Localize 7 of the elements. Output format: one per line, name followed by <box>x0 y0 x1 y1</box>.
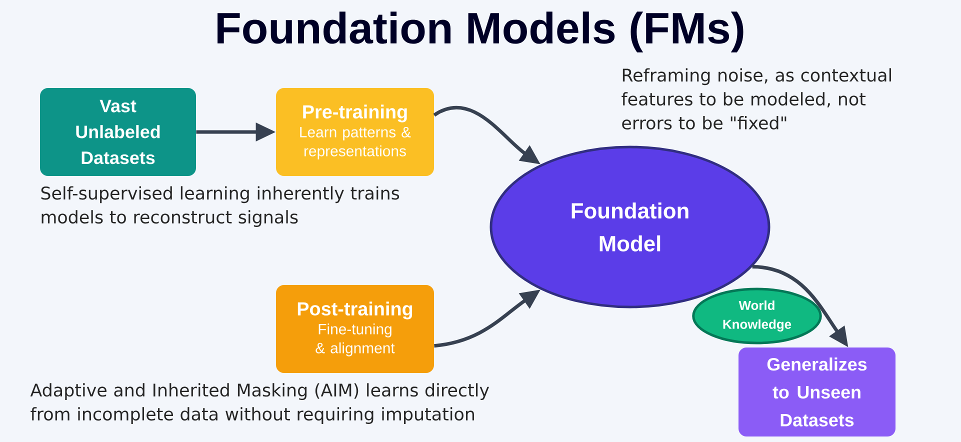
note-text: Self-supervised learning inherently trains models to reconstruct signals <box>41 186 400 227</box>
process-box: Pre-training Learn patterns & representations <box>276 88 434 176</box>
process-box: Generalizes to Unseen Datasets <box>738 348 896 436</box>
note-text: Reframing noise, as contextual features to be modeled, not errors to be "fixed" <box>622 68 891 130</box>
process-box: Vast Unlabeled Datasets <box>40 88 196 176</box>
process-box: Post-training Fine-tuning & alignment <box>276 285 434 373</box>
title: Foundation Models (FMs) <box>218 12 744 52</box>
